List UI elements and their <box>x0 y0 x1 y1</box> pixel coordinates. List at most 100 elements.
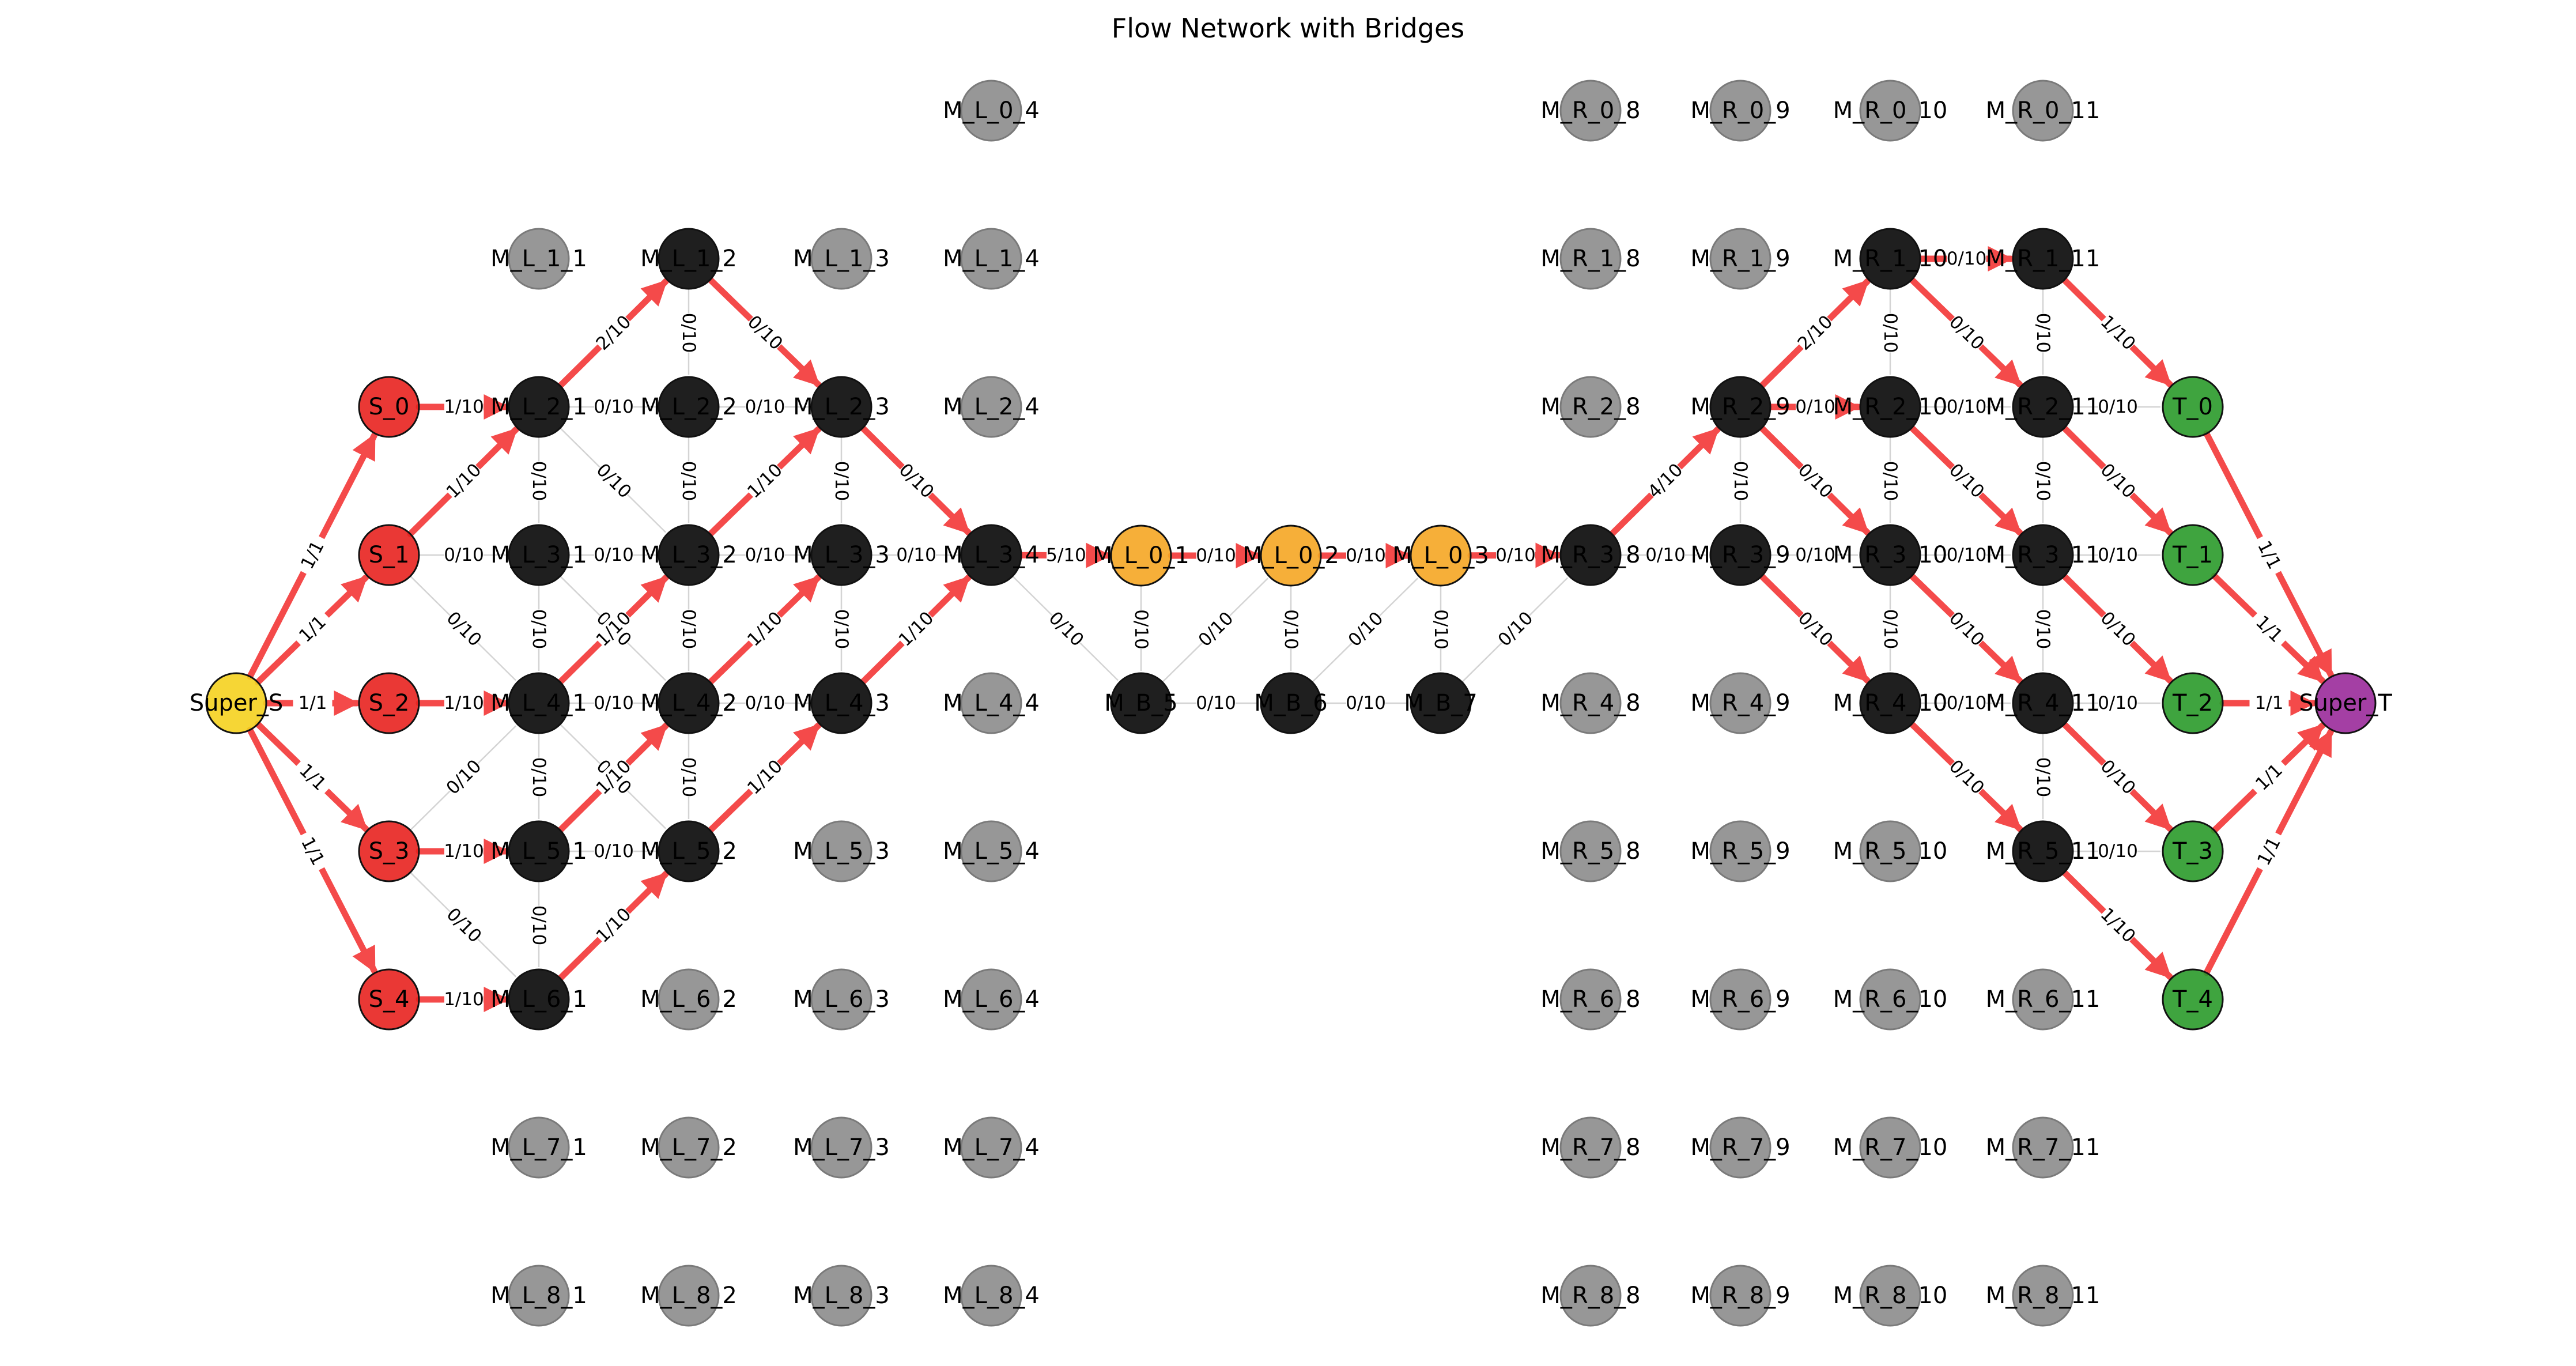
node-M_L_3_3: M_L_3_3 <box>793 524 890 586</box>
edge-label-background <box>290 607 334 650</box>
edge-label-background <box>1947 248 1986 269</box>
edge-label-background <box>745 544 785 565</box>
edge-label: 0/10 <box>2098 693 2138 714</box>
node-circle <box>358 376 420 438</box>
node-circle <box>2162 672 2224 734</box>
node-label: M_L_3_1 <box>490 542 587 568</box>
node-circle <box>2012 228 2074 290</box>
edge-label-background <box>1946 459 1989 502</box>
node-circle <box>508 1116 570 1179</box>
edge-label: 0/10 <box>831 461 852 501</box>
node-circle <box>810 376 872 438</box>
edge-label-group: 0/10 <box>1196 692 1236 714</box>
edge-label: 0/10 <box>1495 545 1536 565</box>
node-M_R_0_8: M_R_0_8 <box>1540 80 1641 142</box>
edge-label-group: 0/10 <box>1346 545 1386 566</box>
edge-label-background <box>1880 609 1901 649</box>
node-circle <box>810 968 872 1031</box>
edge-label: 0/10 <box>1795 397 1835 417</box>
node-M_L_0_2: M_L_0_2 <box>1242 524 1339 587</box>
node-circle <box>810 672 872 734</box>
node-label: M_L_1_3 <box>793 246 890 272</box>
node-M_R_6_9: M_R_6_9 <box>1690 968 1791 1031</box>
edge-label-background <box>2098 840 2137 861</box>
node-label: M_L_1_4 <box>943 246 1040 272</box>
edge-label-background <box>1793 311 1837 354</box>
node-M_L_3_4: M_L_3_4 <box>943 524 1040 586</box>
node-M_R_6_10: M_R_6_10 <box>1833 968 1947 1031</box>
edge-label-background <box>1794 607 1837 650</box>
node-label: S_2 <box>369 690 410 716</box>
edge-label-group: 0/10 <box>528 609 550 650</box>
node-M_L_3_2: M_L_3_2 <box>640 524 737 586</box>
edge-label-group: 0/10 <box>1880 313 1901 353</box>
node-circle <box>1559 524 1622 586</box>
edge-label: 0/10 <box>1346 545 1386 566</box>
edge-label-group: 0/10 <box>678 757 700 798</box>
node-label: M_L_4_3 <box>793 690 890 716</box>
node-M_L_4_4: M_L_4_4 <box>943 672 1040 734</box>
edge-label: 5/10 <box>1046 545 1086 565</box>
node-circle <box>960 820 1022 882</box>
edge-label: 1/10 <box>444 989 484 1010</box>
edge-label-background <box>1494 607 1537 650</box>
node-M_L_0_1: M_L_0_1 <box>1093 524 1189 587</box>
edge-label-background <box>679 757 700 797</box>
node-circle <box>1709 80 1772 142</box>
node-label: M_R_3_11 <box>1986 542 2101 568</box>
node-circle <box>1859 672 1921 734</box>
edge-label-group: 1/1 <box>293 692 333 714</box>
node-M_R_6_11: M_R_6_11 <box>1986 968 2100 1031</box>
edge-label-background <box>1045 607 1088 650</box>
node-M_R_1_8: M_R_1_8 <box>1540 228 1641 290</box>
node-M_B_5: M_B_5 <box>1104 672 1178 734</box>
node-label: T_1 <box>2172 542 2213 568</box>
node-circle <box>1859 968 1921 1031</box>
edge-label-group: 0/10 <box>745 692 785 714</box>
node-label: M_R_7_11 <box>1986 1134 2101 1161</box>
node-M_L_7_4: M_L_7_4 <box>943 1116 1040 1179</box>
edge-label-background <box>2097 904 2140 946</box>
edge-label-background <box>1346 692 1385 713</box>
node-circle <box>810 524 872 586</box>
node-M_R_4_10: M_R_4_10 <box>1833 672 1947 734</box>
node-circle <box>658 968 720 1031</box>
edge-label-background <box>2033 757 2054 797</box>
edge-label-group: 1/1 <box>2249 692 2289 714</box>
edge-label-background <box>444 396 484 417</box>
node-M_L_2_1: M_L_2_1 <box>490 376 587 438</box>
node-M_R_2_10: M_R_2_10 <box>1833 376 1947 438</box>
node-label: M_R_5_11 <box>1986 838 2101 865</box>
node-M_R_4_8: M_R_4_8 <box>1540 672 1641 734</box>
node-label: M_B_6 <box>1254 690 1327 716</box>
node-label: M_L_0_3 <box>1392 542 1489 569</box>
edge-label: 1/10 <box>444 397 484 417</box>
node-label: M_L_8_3 <box>793 1282 890 1309</box>
edge-label-background <box>2033 609 2054 649</box>
edge-label: 1/1 <box>2255 693 2284 714</box>
node-T_2: T_2 <box>2162 672 2224 734</box>
node-T_0: T_0 <box>2162 376 2224 438</box>
edge-label-background <box>594 544 633 565</box>
node-circle <box>810 228 872 290</box>
edge-label: 0/10 <box>528 609 549 650</box>
node-M_L_5_2: M_L_5_2 <box>640 820 737 882</box>
node-M_L_8_2: M_L_8_2 <box>640 1265 737 1327</box>
node-circle <box>1559 820 1622 882</box>
edge-label-background <box>592 311 635 354</box>
node-M_R_1_9: M_R_1_9 <box>1690 228 1791 290</box>
node-circle <box>2012 820 2074 882</box>
node-label: M_R_0_11 <box>1986 97 2101 124</box>
edge-label-background <box>679 313 700 353</box>
edge-label-background <box>895 459 938 502</box>
node-label: M_L_0_4 <box>943 97 1040 124</box>
edge-label-group: 0/10 <box>745 544 785 565</box>
node-M_L_0_4: M_L_0_4 <box>943 80 1040 142</box>
node-circle <box>960 228 1022 290</box>
edge-label: 0/10 <box>678 757 699 798</box>
edge-label: 0/10 <box>594 693 634 714</box>
node-M_R_3_9: M_R_3_9 <box>1690 524 1791 586</box>
node-circle <box>960 80 1022 142</box>
node-circle <box>2162 968 2224 1031</box>
edge-label-group: 0/10 <box>1880 609 1901 649</box>
